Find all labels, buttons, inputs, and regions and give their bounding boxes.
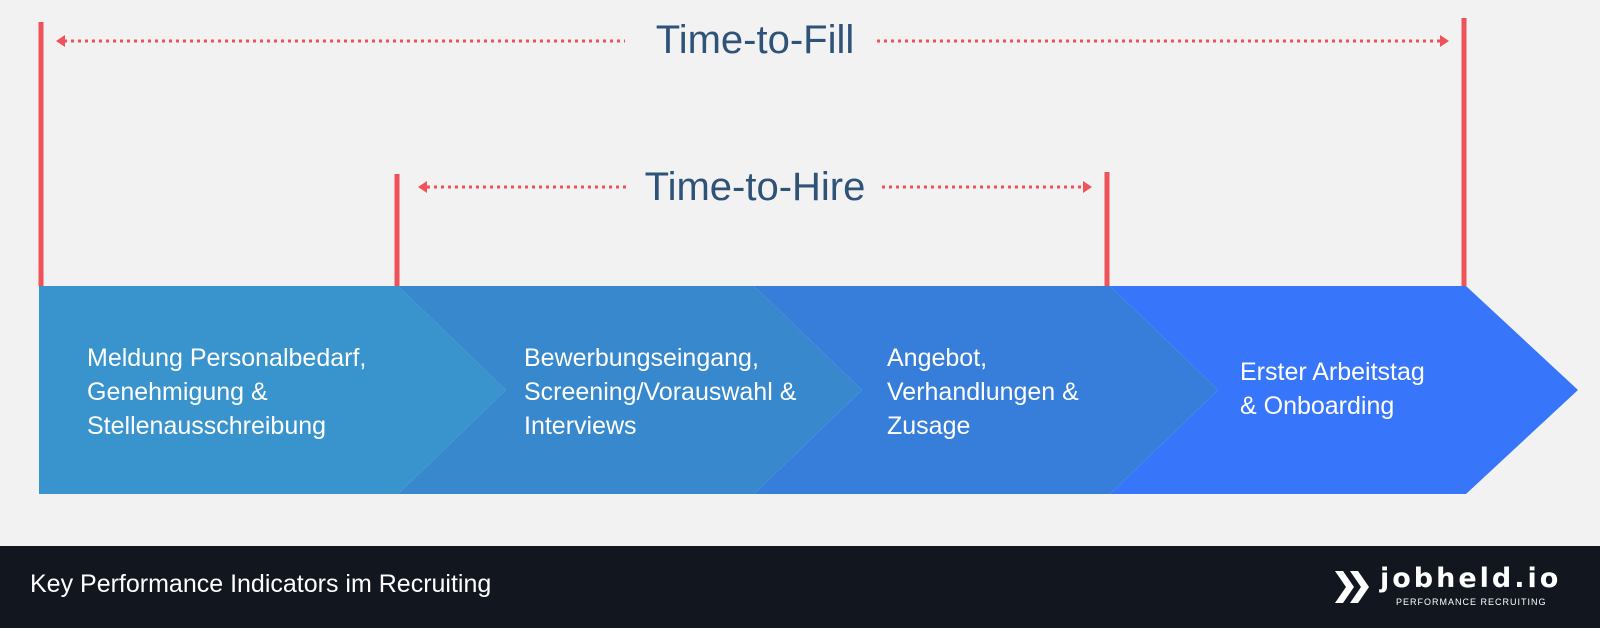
time-to-fill-label: Time-to-Fill (656, 18, 855, 62)
step-1-line-3: Stellenausschreibung (87, 412, 327, 440)
step-1-line-2: Genehmigung & (87, 378, 268, 406)
time-to-hire-left-arrowhead (418, 181, 427, 193)
step-2-line-1: Bewerbungseingang, (524, 344, 759, 372)
footer-bar: Key Performance Indicators im Recruiting… (0, 546, 1600, 628)
step-2-line-3: Interviews (524, 412, 637, 440)
footer-title: Key Performance Indicators im Recruiting (30, 570, 492, 598)
step-4-text: Erster Arbeitstag & Onboarding (1240, 355, 1425, 423)
step-chevron-3 (754, 286, 1218, 494)
time-to-hire-right-arrowhead (1083, 181, 1092, 193)
time-to-fill-right-arrowhead (1440, 35, 1449, 47)
step-3-line-1: Angebot, (887, 344, 988, 372)
step-chevron-2 (398, 286, 862, 494)
kpi-diagram: Time-to-Fill Time-to-Hire (38, 18, 1578, 494)
logo-tagline: PERFORMANCE RECRUITING (1396, 597, 1547, 607)
time-to-fill-left-arrowhead (56, 35, 65, 47)
step-4-line-2: & Onboarding (1240, 392, 1395, 420)
step-chevron-4 (1110, 286, 1578, 494)
step-3-text: Angebot, Verhandlungen & Zusage (887, 341, 1079, 443)
step-3-line-3: Zusage (887, 412, 971, 440)
jobheld-logo[interactable]: jobheld.io PERFORMANCE RECRUITING (1334, 563, 1564, 610)
logo-name: jobheld.io (1380, 563, 1562, 594)
step-1-line-1: Meldung Personalbedarf, (87, 344, 367, 372)
step-2-line-2: Screening/Vorauswahl & (524, 378, 797, 406)
step-chevron-1 (39, 286, 506, 494)
step-3-line-2: Verhandlungen & (887, 378, 1079, 406)
step-2-text: Bewerbungseingang, Screening/Vorauswahl … (524, 341, 796, 443)
step-4-line-1: Erster Arbeitstag (1240, 358, 1425, 386)
jobheld-x-logo-icon (1335, 571, 1369, 603)
step-1-text: Meldung Personalbedarf, Genehmigung & St… (87, 341, 366, 443)
time-to-hire-label: Time-to-Hire (645, 165, 866, 209)
